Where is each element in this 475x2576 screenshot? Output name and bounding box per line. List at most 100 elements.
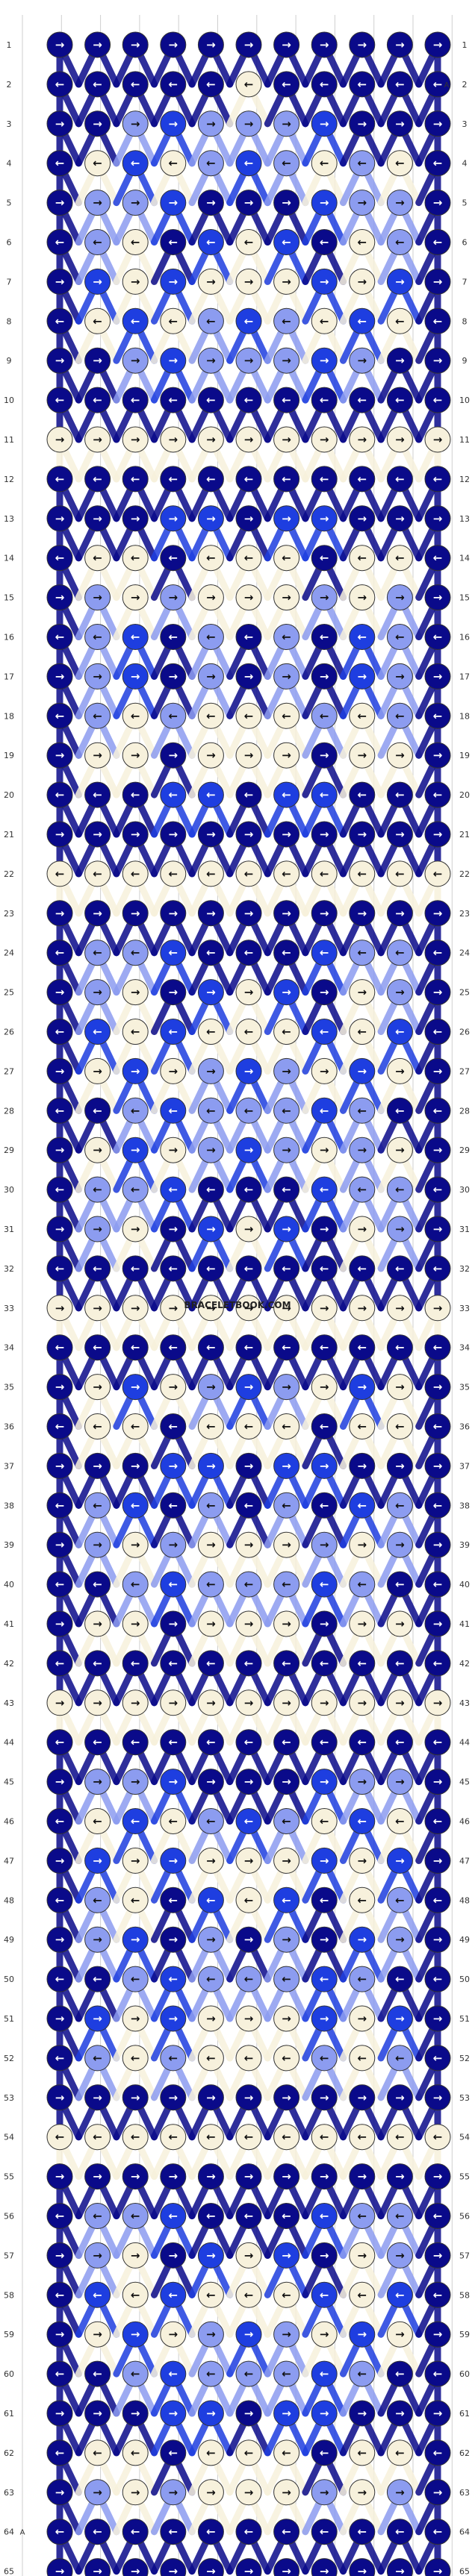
row-number-left: 46 (4, 1817, 14, 1827)
knot (122, 387, 149, 413)
knot-arrow: ← (358, 1578, 367, 1591)
knot (84, 1255, 111, 1282)
knot-arrow: ← (320, 236, 329, 249)
knot (197, 229, 224, 255)
knot (160, 821, 187, 848)
knot-arrow: → (320, 196, 329, 210)
knot-arrow: ← (433, 1815, 443, 1828)
knot (160, 268, 187, 295)
knot-arrow: ← (131, 867, 140, 881)
knot-arrow: ← (93, 788, 102, 801)
knot-arrow: ← (169, 314, 178, 328)
knot-arrow: → (433, 2170, 443, 2183)
knot-arrow: → (55, 986, 65, 999)
knot (122, 545, 149, 572)
knot-arrow: → (244, 354, 254, 367)
knot-arrow: ← (358, 867, 367, 881)
knot (46, 1216, 73, 1242)
knot-arrow: ← (282, 2367, 291, 2380)
knot (349, 307, 376, 334)
knot (424, 268, 451, 295)
knot (46, 940, 73, 966)
knot (349, 1334, 376, 1361)
knot (122, 1413, 149, 1439)
knot-arrow: ← (169, 78, 178, 91)
knot-arrow: ← (320, 2525, 329, 2539)
knot-arrow: → (169, 275, 178, 288)
knot (311, 545, 338, 572)
knot-arrow: ← (244, 1815, 254, 1828)
knot (197, 624, 224, 650)
knot-arrow: ← (358, 2288, 367, 2301)
row-number-right: 46 (459, 1817, 470, 1827)
knot (349, 505, 376, 532)
knot (46, 387, 73, 413)
knot (424, 505, 451, 532)
knot-arrow: ← (395, 631, 405, 644)
row-number-left: 3 (7, 119, 12, 129)
row-number-left: 63 (4, 2488, 14, 2498)
knot-arrow: → (131, 591, 140, 604)
knot (84, 1413, 111, 1439)
knot-arrow: ← (433, 1498, 443, 1512)
row-number-left: 57 (4, 2251, 14, 2260)
knot (424, 307, 451, 334)
knot-arrow: ← (206, 2525, 216, 2539)
knot-arrow: → (395, 354, 405, 367)
row-number-right: 51 (459, 2014, 470, 2024)
knot (273, 110, 300, 137)
row-number-left: 38 (4, 1501, 14, 1510)
knot (197, 663, 224, 690)
knot (122, 1255, 149, 1282)
knot-arrow: ← (320, 1104, 329, 1117)
knot (273, 347, 300, 374)
knot (235, 702, 262, 729)
knot (197, 190, 224, 216)
knot (386, 821, 413, 848)
knot-arrow: → (395, 1775, 405, 1789)
knot-arrow: ← (93, 78, 102, 91)
knot-arrow: → (244, 2170, 254, 2183)
knot-arrow: ← (244, 1498, 254, 1512)
knot-arrow: → (433, 828, 443, 841)
knot-arrow: → (93, 433, 102, 446)
knot (424, 900, 451, 927)
row-number-right: 36 (459, 1422, 470, 1432)
knot (424, 150, 451, 177)
knot (84, 1137, 111, 1163)
knot-arrow: → (169, 2091, 178, 2104)
knot-arrow: → (433, 38, 443, 51)
knot-arrow: → (433, 907, 443, 920)
knot-arrow: ← (169, 236, 178, 249)
knot-arrow: ← (169, 2210, 178, 2223)
knot (46, 979, 73, 1006)
knot (424, 426, 451, 453)
knot-arrow: ← (320, 1262, 329, 1275)
row-number-left: 37 (4, 1461, 14, 1471)
knot-arrow: → (244, 512, 254, 525)
row-number-left: 18 (4, 711, 14, 721)
knot-arrow: ← (395, 2051, 405, 2065)
knot-arrow: ← (55, 1893, 65, 1907)
knot-arrow: ← (282, 1183, 291, 1196)
knot-arrow: → (169, 1538, 178, 1551)
knot (122, 190, 149, 216)
knot-arrow: ← (169, 946, 178, 960)
knot (386, 900, 413, 927)
row-number-left: 23 (4, 909, 14, 919)
knot-arrow: ← (282, 2210, 291, 2223)
knot-arrow: → (169, 1222, 178, 1236)
row-number-right: 55 (459, 2172, 470, 2182)
knot (273, 1216, 300, 1242)
knot-arrow: → (206, 433, 216, 446)
knot (349, 979, 376, 1006)
knot (84, 307, 111, 334)
knot-arrow: ← (320, 2367, 329, 2380)
knot-arrow: → (395, 1696, 405, 1710)
knot (197, 71, 224, 98)
knot-arrow: → (93, 2091, 102, 2104)
knot (197, 31, 224, 58)
knot (46, 1255, 73, 1282)
knot (46, 1097, 73, 1124)
knot-arrow: → (395, 433, 405, 446)
